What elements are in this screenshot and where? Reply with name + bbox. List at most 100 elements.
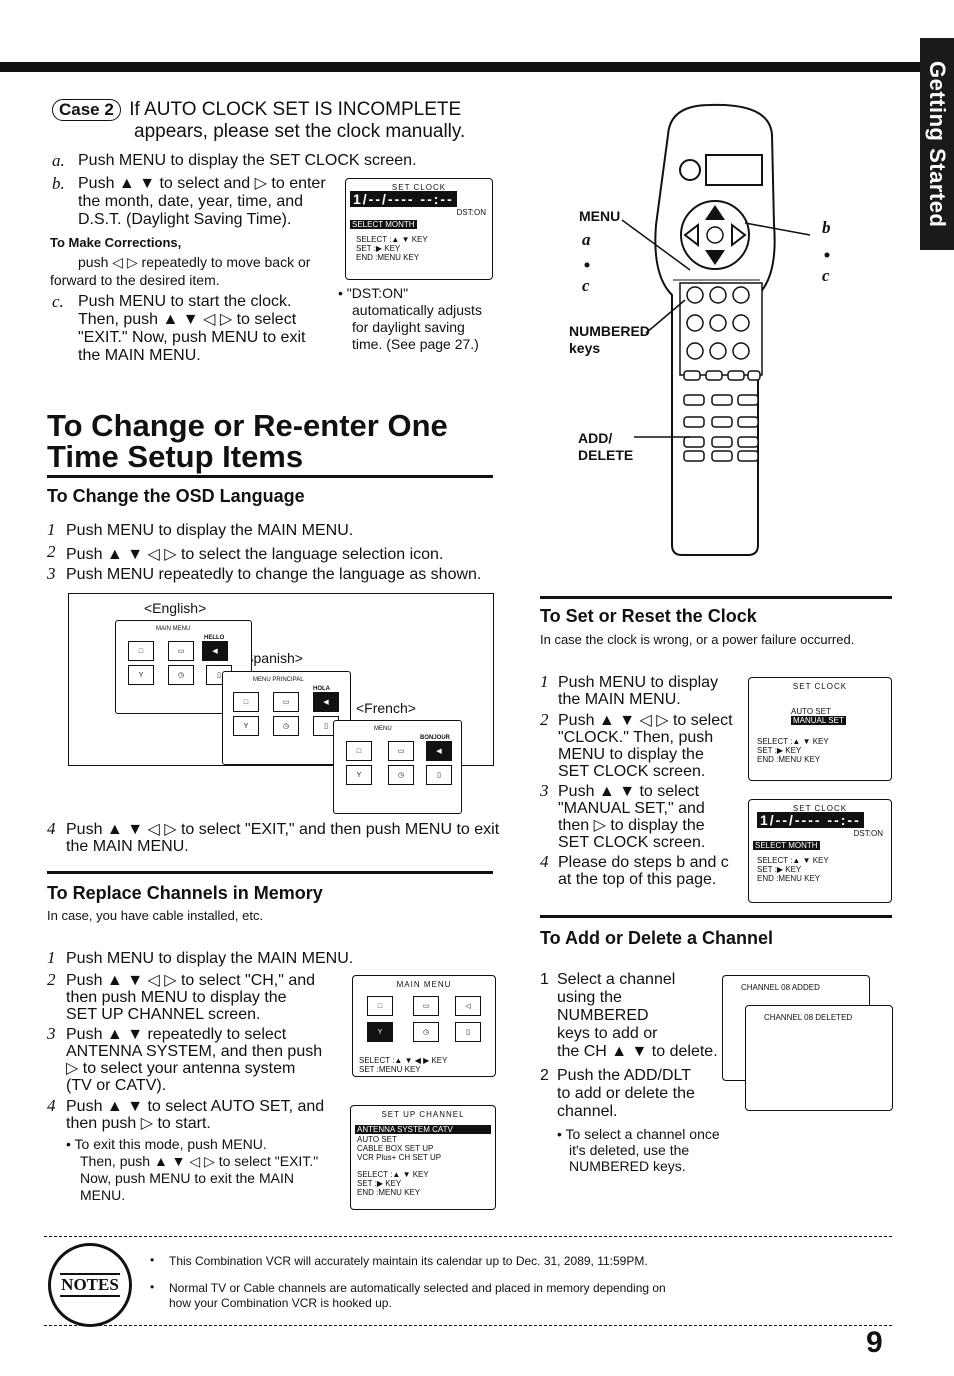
osd-step4-n: 4 [47, 819, 56, 838]
adddel-step2-line: channel. [557, 1103, 618, 1120]
ch-step3-n: 3 [47, 1024, 56, 1043]
numbered-keypad [686, 286, 750, 360]
setup-line: CABLE BOX SET UP [357, 1144, 434, 1153]
step-c-text: Push MENU to start the clock. Then, push… [78, 293, 305, 365]
clock-heading: To Set or Reset the Clock [540, 606, 757, 626]
remote-keys-text: keys [569, 340, 601, 356]
main-menu-screen: MAIN MENU □ ▭ ◁ Y ◷ ▯ SELECT :▲ ▼ ◀ ▶ KE… [352, 975, 496, 1077]
ch-step3: Push ▲ ▼ repeatedly to select ANTENNA SY… [66, 1026, 322, 1094]
step-c-marker: c. [52, 292, 64, 311]
remote-menu-label: MENU [579, 208, 621, 224]
clock-screen2-value: 1/--/---- --:-- [757, 812, 864, 828]
menu-title-en: MAIN MENU [156, 626, 191, 632]
step-a-marker: a. [52, 151, 65, 170]
adddel-note-line: • To select a channel once [557, 1126, 720, 1142]
adddel-step1-line: NUMBERED [557, 1007, 649, 1024]
step-b-line: D.S.T. (Daylight Saving Time). [78, 211, 292, 228]
clock-screen1-line: SET :▶ KEY [757, 746, 802, 755]
adddel-step1-line: Select a channel [557, 971, 676, 988]
setup-title: SET UP CHANNEL [381, 1110, 465, 1119]
ch-step2-line: then push MENU to display the [66, 989, 287, 1006]
osd-step1: Push MENU to display the MAIN MENU. [66, 522, 354, 539]
adddel-step2-n: 2 [540, 1067, 549, 1084]
dst-note-line: for daylight saving [352, 319, 465, 335]
clock-step2-n: 2 [540, 710, 549, 729]
adddel-step2: Push the ADD/DLT to add or delete the ch… [557, 1067, 695, 1121]
clock-step4: Please do steps b and c at the top of th… [558, 854, 729, 888]
osd-step4-line: Push ▲ ▼ ◁ ▷ to select "EXIT," and then … [66, 821, 500, 838]
main-title-line1: To Change or Re-enter One [47, 408, 448, 443]
clock-step3-line: SET CLOCK screen. [558, 834, 706, 851]
clock-step3-line: "MANUAL SET," and [558, 800, 705, 817]
ch-note-line: Then, push ▲ ▼ ◁ ▷ to select "EXIT." [80, 1153, 319, 1169]
ch-step4: Push ▲ ▼ to select AUTO SET, and then pu… [66, 1098, 324, 1132]
top-rule [0, 62, 924, 72]
bonjour-label: BONJOUR [420, 735, 451, 741]
language-icon: ◀ [313, 692, 339, 712]
mainmenu-line: SELECT :▲ ▼ ◀ ▶ KEY [359, 1056, 448, 1065]
setup-line: VCR Plus+ CH SET UP [357, 1153, 442, 1162]
ch-step2-line: SET UP CHANNEL screen. [66, 1006, 261, 1023]
step-c-line: Then, push ▲ ▼ ◁ ▷ to select [78, 311, 297, 328]
setup-line: AUTO SET [357, 1135, 397, 1144]
clock-icon: ◷ [388, 765, 414, 785]
clock-step1-line: Push MENU to display [558, 674, 719, 691]
clock-step3-n: 3 [540, 781, 549, 800]
ch-step4-line: then push ▷ to start. [66, 1115, 211, 1132]
case2-title-line2: appears, please set the clock manually. [134, 121, 466, 142]
clock-step3-line: then ▷ to display the [558, 817, 705, 834]
step-c-line: the MAIN MENU. [78, 347, 201, 364]
note-2-line: how your Combination VCR is hooked up. [169, 1296, 392, 1310]
clock-step4-line: at the top of this page. [558, 871, 717, 888]
clock-step1-n: 1 [540, 672, 549, 691]
dst-note-line: time. (See page 27.) [352, 336, 479, 352]
language-icon: ◀ [426, 741, 452, 761]
clock-screen2-dst: DST:ON [853, 829, 883, 838]
ch-step2-line: Push ▲ ▼ ◁ ▷ to select "CH," and [66, 972, 316, 989]
channels-sub: In case, you have cable installed, etc. [47, 908, 264, 923]
ch-step3-line: ANTENNA SYSTEM, and then push [66, 1043, 323, 1060]
channels-rule [47, 871, 493, 874]
screen-line: END :MENU KEY [356, 253, 420, 262]
adddel-step1-line: keys to add or [557, 1025, 658, 1042]
corrections-line: forward to the desired item. [50, 272, 220, 288]
language-diagram [68, 593, 494, 766]
clock-screen2-bar: SELECT MONTH [753, 841, 820, 850]
ch-note-line: MENU. [80, 1187, 126, 1203]
adddel-step1-line: using the [557, 989, 622, 1006]
remote-b-label: b [822, 218, 831, 237]
clock-step2-line: MENU to display the [558, 746, 704, 763]
setup-line: SET :▶ KEY [357, 1179, 402, 1188]
french-label: <French> [356, 700, 416, 716]
osd-heading: To Change the OSD Language [47, 486, 305, 506]
mainmenu-line: SET :MENU KEY [359, 1065, 421, 1074]
clock-screen1-auto: AUTO SET [791, 707, 831, 716]
osd-step2: Push ▲ ▼ ◁ ▷ to select the language sele… [66, 546, 444, 563]
remote-c2-label: c [822, 266, 830, 285]
screen-value: 1/--/---- --:-- [350, 191, 457, 207]
exit-icon: ▯ [426, 765, 452, 785]
menu-screen-spanish: MENU PRINCIPAL HOLA □ ▭ ◀ Y ◷ ▯ [222, 671, 351, 765]
note-2: Normal TV or Cable channels are automati… [169, 1281, 666, 1311]
clock-sub: In case the clock is wrong, or a power f… [540, 632, 855, 647]
corrections-text: push ◁ ▷ repeatedly to move back or forw… [50, 253, 310, 289]
language-icon: ◁ [455, 996, 481, 1016]
remote-a-label: a [582, 230, 591, 249]
mainmenu-title: MAIN MENU [396, 980, 452, 989]
adddel-step2-line: to add or delete the [557, 1085, 695, 1102]
ch-icon: Y [233, 716, 259, 736]
ch-step1: Push MENU to display the MAIN MENU. [66, 950, 354, 967]
adddel-heading: To Add or Delete a Channel [540, 928, 774, 948]
page-number: 9 [866, 1326, 883, 1359]
function-keys [683, 370, 761, 462]
channel-deleted-screen: CHANNEL 08 DELETED [745, 1005, 893, 1111]
ch-step3-line: (TV or CATV). [66, 1077, 167, 1094]
clock-screen1-title: SET CLOCK [792, 682, 848, 691]
ch-step3-line: ▷ to select your antenna system [66, 1060, 296, 1077]
note-2-line: Normal TV or Cable channels are automati… [169, 1281, 666, 1295]
screen-line: SELECT :▲ ▼ KEY [356, 235, 428, 244]
clock-step2-line: Push ▲ ▼ ◁ ▷ to select [558, 712, 733, 729]
adddel-note: • To select a channel once it's deleted,… [557, 1126, 720, 1174]
case2-title-line1: If AUTO CLOCK SET IS INCOMPLETE [129, 99, 462, 120]
channel-deleted-text: CHANNEL 08 DELETED [764, 1013, 853, 1022]
